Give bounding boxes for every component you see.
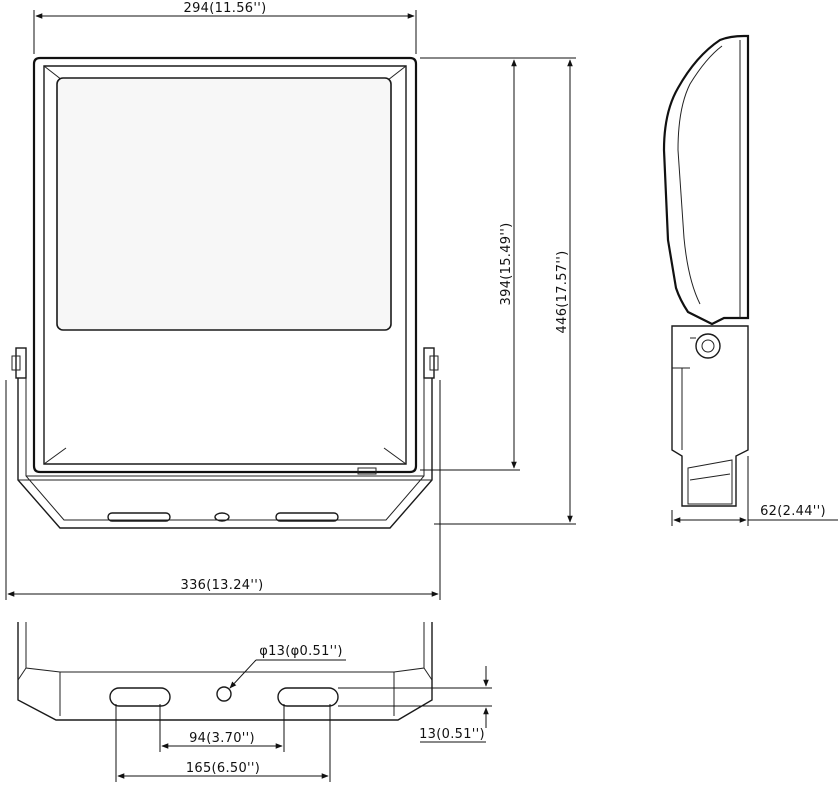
- side-mount-plate: [671, 325, 749, 507]
- front-bracket-hole: [214, 512, 230, 522]
- front-bracket-post-right: [423, 347, 435, 379]
- front-bracket-slot-left: [107, 512, 171, 522]
- bracket-detail-view: φ13(φ0.51'') 13(0.51'') 94(3.70'') 165(6…: [17, 622, 492, 782]
- dim-front-total-height: 446(17.57''): [555, 251, 570, 334]
- bracket-detail-slot-right: [277, 687, 339, 707]
- side-pivot-knob: [695, 333, 721, 359]
- dim-bracket-width: 336(13.24''): [181, 578, 264, 593]
- dim-side-depth: 62(2.44''): [760, 504, 826, 519]
- side-view: 62(2.44''): [662, 34, 838, 526]
- front-lens-panel: [56, 77, 392, 331]
- dim-slot-inner-spacing: 94(3.70''): [189, 731, 255, 746]
- side-housing: [662, 34, 750, 326]
- front-bracket-arm: [17, 378, 433, 529]
- dim-front-panel-height: 394(15.49''): [499, 223, 514, 306]
- bracket-detail-slot-left: [109, 687, 171, 707]
- front-view: 294(11.56'') 394(15.49'') 446(17.57'') 3…: [5, 1, 576, 600]
- dim-slot-width: 13(0.51''): [419, 727, 485, 742]
- front-housing: [32, 56, 418, 474]
- front-bracket-slot-right: [275, 512, 339, 522]
- dim-front-width: 294(11.56''): [184, 1, 267, 16]
- front-bracket-post-left: [15, 347, 27, 379]
- bracket-detail-hole: [216, 686, 232, 702]
- bracket-detail-outline: [17, 622, 433, 721]
- dim-hole-diameter: φ13(φ0.51''): [259, 644, 343, 659]
- dim-slot-outer-spacing: 165(6.50''): [186, 761, 260, 776]
